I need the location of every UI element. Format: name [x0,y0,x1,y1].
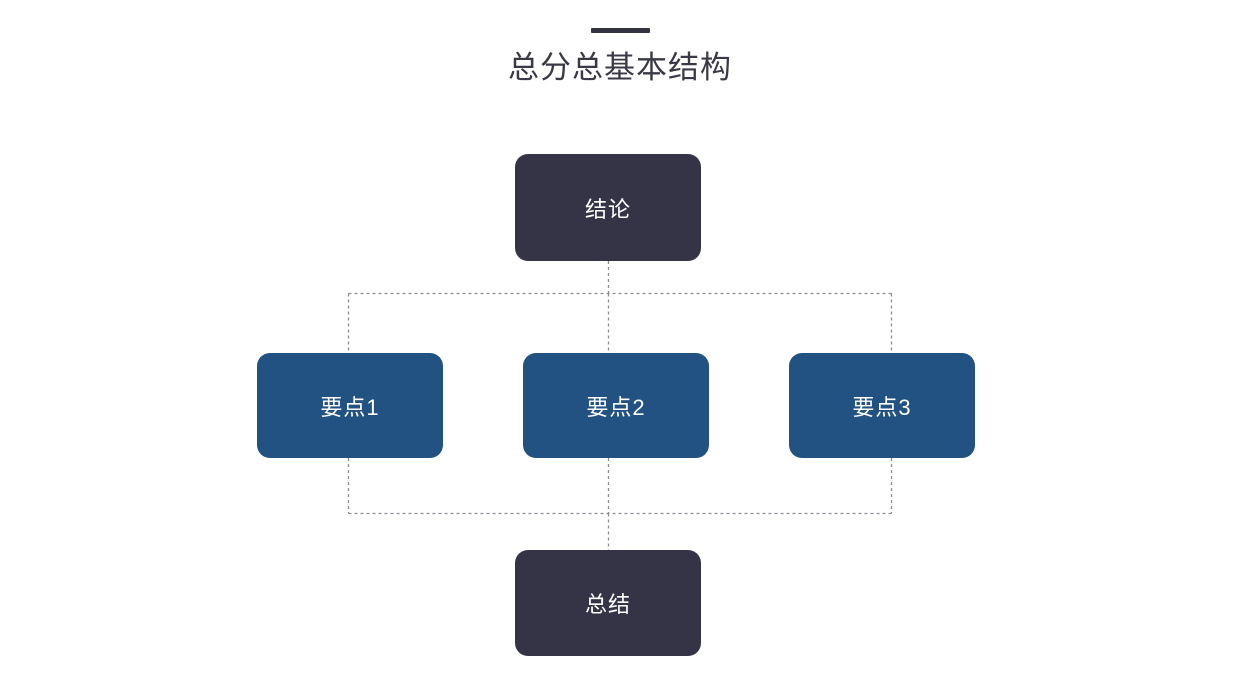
node-conclusion[interactable]: 结论 [515,154,701,261]
node-point-3-label: 要点3 [852,394,912,420]
page-title: 总分总基本结构 [508,50,732,85]
node-point-2-label: 要点2 [586,394,646,420]
node-summary-label: 总结 [584,592,631,617]
node-point-2[interactable]: 要点2 [523,353,709,458]
node-point-1[interactable]: 要点1 [257,353,443,458]
node-point-3[interactable]: 要点3 [789,353,975,458]
node-point-1-label: 要点1 [320,394,380,420]
node-conclusion-label: 结论 [584,196,631,222]
title-rule-decoration [591,28,650,33]
node-summary[interactable]: 总结 [515,550,701,656]
